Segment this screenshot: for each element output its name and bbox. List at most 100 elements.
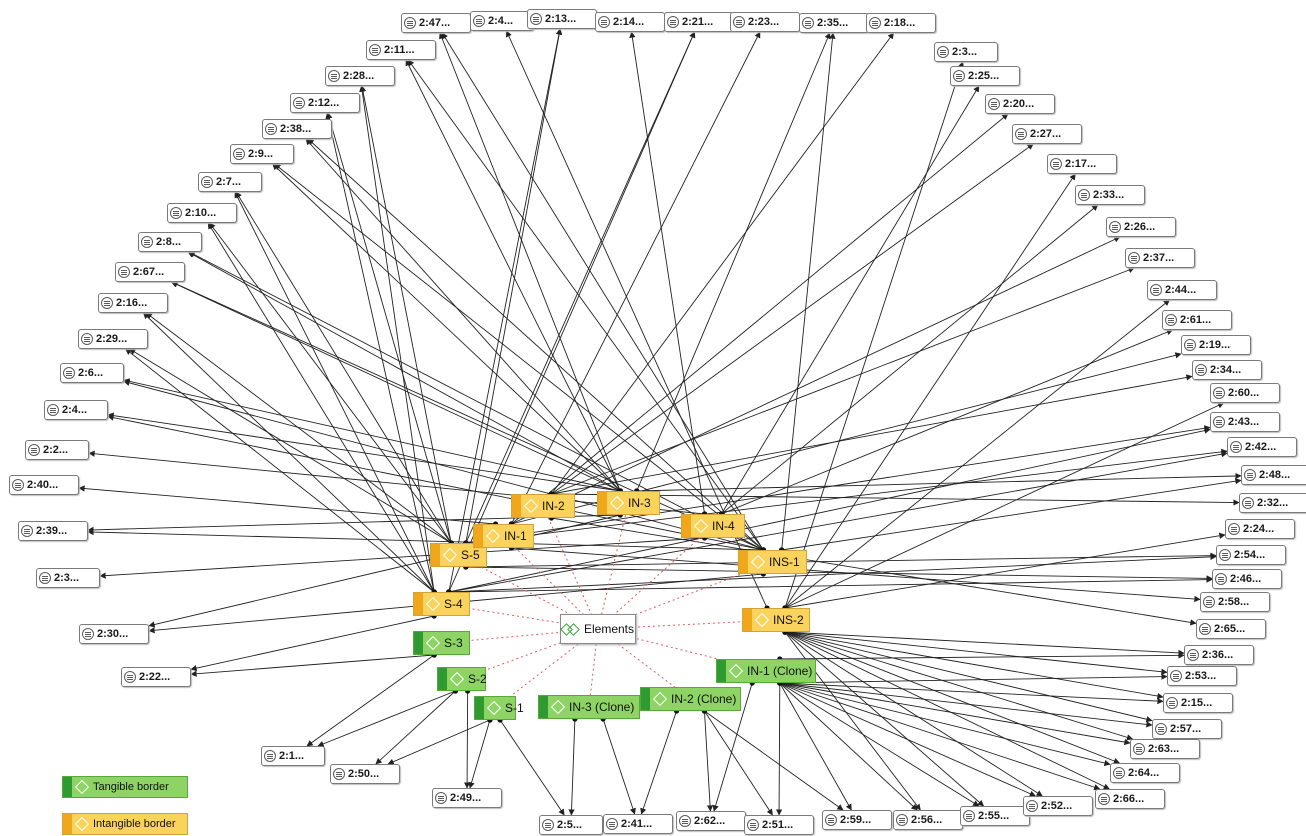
quotation-node[interactable]: 2:30... — [79, 624, 149, 644]
code-node-in-4[interactable]: IN-4 — [681, 514, 745, 538]
quotation-node[interactable]: 2:3... — [36, 568, 100, 588]
quotation-node[interactable]: 2:36... — [1184, 645, 1254, 665]
code-node-s-3[interactable]: S-3 — [413, 631, 470, 655]
quotation-node[interactable]: 2:52... — [1023, 796, 1093, 816]
quotation-node[interactable]: 2:7... — [198, 172, 262, 192]
quotation-node[interactable]: 2:4... — [470, 11, 534, 31]
quotation-node[interactable]: 2:27... — [1012, 124, 1082, 144]
code-node-s-2[interactable]: S-2 — [437, 667, 487, 691]
quotation-node[interactable]: 2:67... — [115, 262, 185, 282]
quotation-node[interactable]: 2:35... — [799, 13, 869, 33]
quotation-node[interactable]: 2:28... — [325, 66, 395, 86]
code-node-in-3c[interactable]: IN-3 (Clone) — [538, 695, 640, 719]
edge-line — [721, 329, 1174, 515]
edge-line — [721, 204, 1099, 515]
code-node-in-1[interactable]: IN-1 — [473, 524, 534, 548]
quotation-node[interactable]: 2:50... — [330, 764, 400, 784]
quotation-node[interactable]: 2:61... — [1162, 310, 1232, 330]
quotation-node[interactable]: 2:5... — [539, 815, 603, 835]
quotation-label: 2:27... — [1030, 128, 1062, 140]
quotation-node[interactable]: 2:57... — [1152, 719, 1222, 739]
quotation-node[interactable]: 2:26... — [1106, 217, 1176, 237]
quotation-node[interactable]: 2:13... — [527, 9, 597, 29]
quotation-node[interactable]: 2:43... — [1210, 412, 1280, 432]
quotation-label: 2:25... — [968, 70, 1000, 82]
code-node-in-1c[interactable]: IN-1 (Clone) — [716, 659, 816, 683]
quotation-node[interactable]: 2:34... — [1192, 360, 1262, 380]
quotation-icon — [39, 572, 51, 584]
edge-line — [407, 59, 764, 551]
quotation-node[interactable]: 2:19... — [1181, 335, 1251, 355]
quotation-node[interactable]: 2:66... — [1095, 789, 1165, 809]
quotation-label: 2:14... — [613, 16, 645, 28]
quotation-node[interactable]: 2:2... — [25, 440, 89, 460]
quotation-node[interactable]: 2:55... — [960, 806, 1030, 826]
quotation-node[interactable]: 2:4... — [44, 400, 108, 420]
quotation-node[interactable]: 2:22... — [121, 667, 191, 687]
quotation-node[interactable]: 2:10... — [167, 203, 237, 223]
quotation-node[interactable]: 2:49... — [432, 788, 502, 808]
hub-link-line — [588, 628, 599, 708]
quotation-node[interactable]: 2:40... — [9, 475, 79, 495]
code-node-in-2[interactable]: IN-2 — [511, 494, 575, 518]
code-node-ins-1[interactable]: INS-1 — [738, 550, 807, 574]
code-node-ins-2[interactable]: INS-2 — [742, 608, 810, 632]
code-node-s-4[interactable]: S-4 — [413, 592, 470, 616]
quotation-node[interactable]: 2:25... — [950, 66, 1020, 86]
quotation-node[interactable]: 2:56... — [893, 810, 963, 830]
quotation-node[interactable]: 2:42... — [1227, 437, 1297, 457]
quotation-node[interactable]: 2:59... — [822, 810, 892, 830]
quotation-node[interactable]: 2:1... — [261, 746, 325, 766]
code-node-in-2c[interactable]: IN-2 (Clone) — [640, 687, 741, 711]
elements-hub[interactable]: Elements — [560, 614, 636, 644]
quotation-node[interactable]: 2:37... — [1125, 248, 1195, 268]
quotation-node[interactable]: 2:17... — [1047, 154, 1117, 174]
quotation-node[interactable]: 2:15... — [1163, 693, 1233, 713]
quotation-node[interactable]: 2:46... — [1212, 569, 1282, 589]
quotation-node[interactable]: 2:9... — [230, 144, 294, 164]
quotation-node[interactable]: 2:23... — [730, 12, 800, 32]
quotation-node[interactable]: 2:18... — [866, 13, 936, 33]
edge-line — [784, 173, 1076, 609]
quotation-node[interactable]: 2:12... — [290, 93, 360, 113]
code-node-in-3[interactable]: IN-3 — [597, 491, 660, 515]
quotation-label: 2:2... — [43, 444, 69, 456]
quotation-icon — [1113, 767, 1125, 779]
quotation-node[interactable]: 2:6... — [60, 363, 124, 383]
quotation-node[interactable]: 2:11... — [366, 40, 436, 60]
quotation-node[interactable]: 2:51... — [744, 815, 814, 835]
code-node-s-5[interactable]: S-5 — [430, 543, 487, 567]
quotation-node[interactable]: 2:48... — [1241, 465, 1306, 485]
diamond-icon — [754, 612, 770, 628]
edge-line — [784, 61, 964, 609]
quotation-node[interactable]: 2:44... — [1147, 280, 1217, 300]
quotation-node[interactable]: 2:24... — [1225, 519, 1295, 539]
code-node-s-1[interactable]: S-1 — [474, 696, 524, 720]
quotation-node[interactable]: 2:3... — [934, 42, 998, 62]
quotation-label: 2:4... — [488, 15, 514, 27]
quotation-node[interactable]: 2:60... — [1210, 383, 1280, 403]
quotation-node[interactable]: 2:16... — [98, 293, 168, 313]
quotation-node[interactable]: 2:62... — [676, 811, 746, 831]
quotation-label: 2:38... — [280, 123, 312, 135]
quotation-node[interactable]: 2:65... — [1196, 619, 1266, 639]
quotation-node[interactable]: 2:8... — [138, 232, 202, 252]
quotation-node[interactable]: 2:39... — [18, 521, 88, 541]
quotation-node[interactable]: 2:47... — [401, 13, 471, 33]
quotation-node[interactable]: 2:14... — [595, 12, 665, 32]
edge-line — [784, 631, 985, 807]
quotation-node[interactable]: 2:58... — [1200, 592, 1270, 612]
quotation-node[interactable]: 2:21... — [664, 12, 734, 32]
quotation-node[interactable]: 2:53... — [1167, 666, 1237, 686]
quotation-node[interactable]: 2:41... — [603, 814, 673, 834]
quotation-node[interactable]: 2:20... — [985, 94, 1055, 114]
quotation-node[interactable]: 2:63... — [1130, 739, 1200, 759]
quotation-node[interactable]: 2:32... — [1239, 493, 1306, 513]
quotation-node[interactable]: 2:54... — [1216, 545, 1286, 565]
quotation-node[interactable]: 2:29... — [78, 329, 148, 349]
quotation-node[interactable]: 2:64... — [1110, 763, 1180, 783]
quotation-node[interactable]: 2:33... — [1075, 185, 1145, 205]
quotation-node[interactable]: 2:38... — [262, 119, 332, 139]
